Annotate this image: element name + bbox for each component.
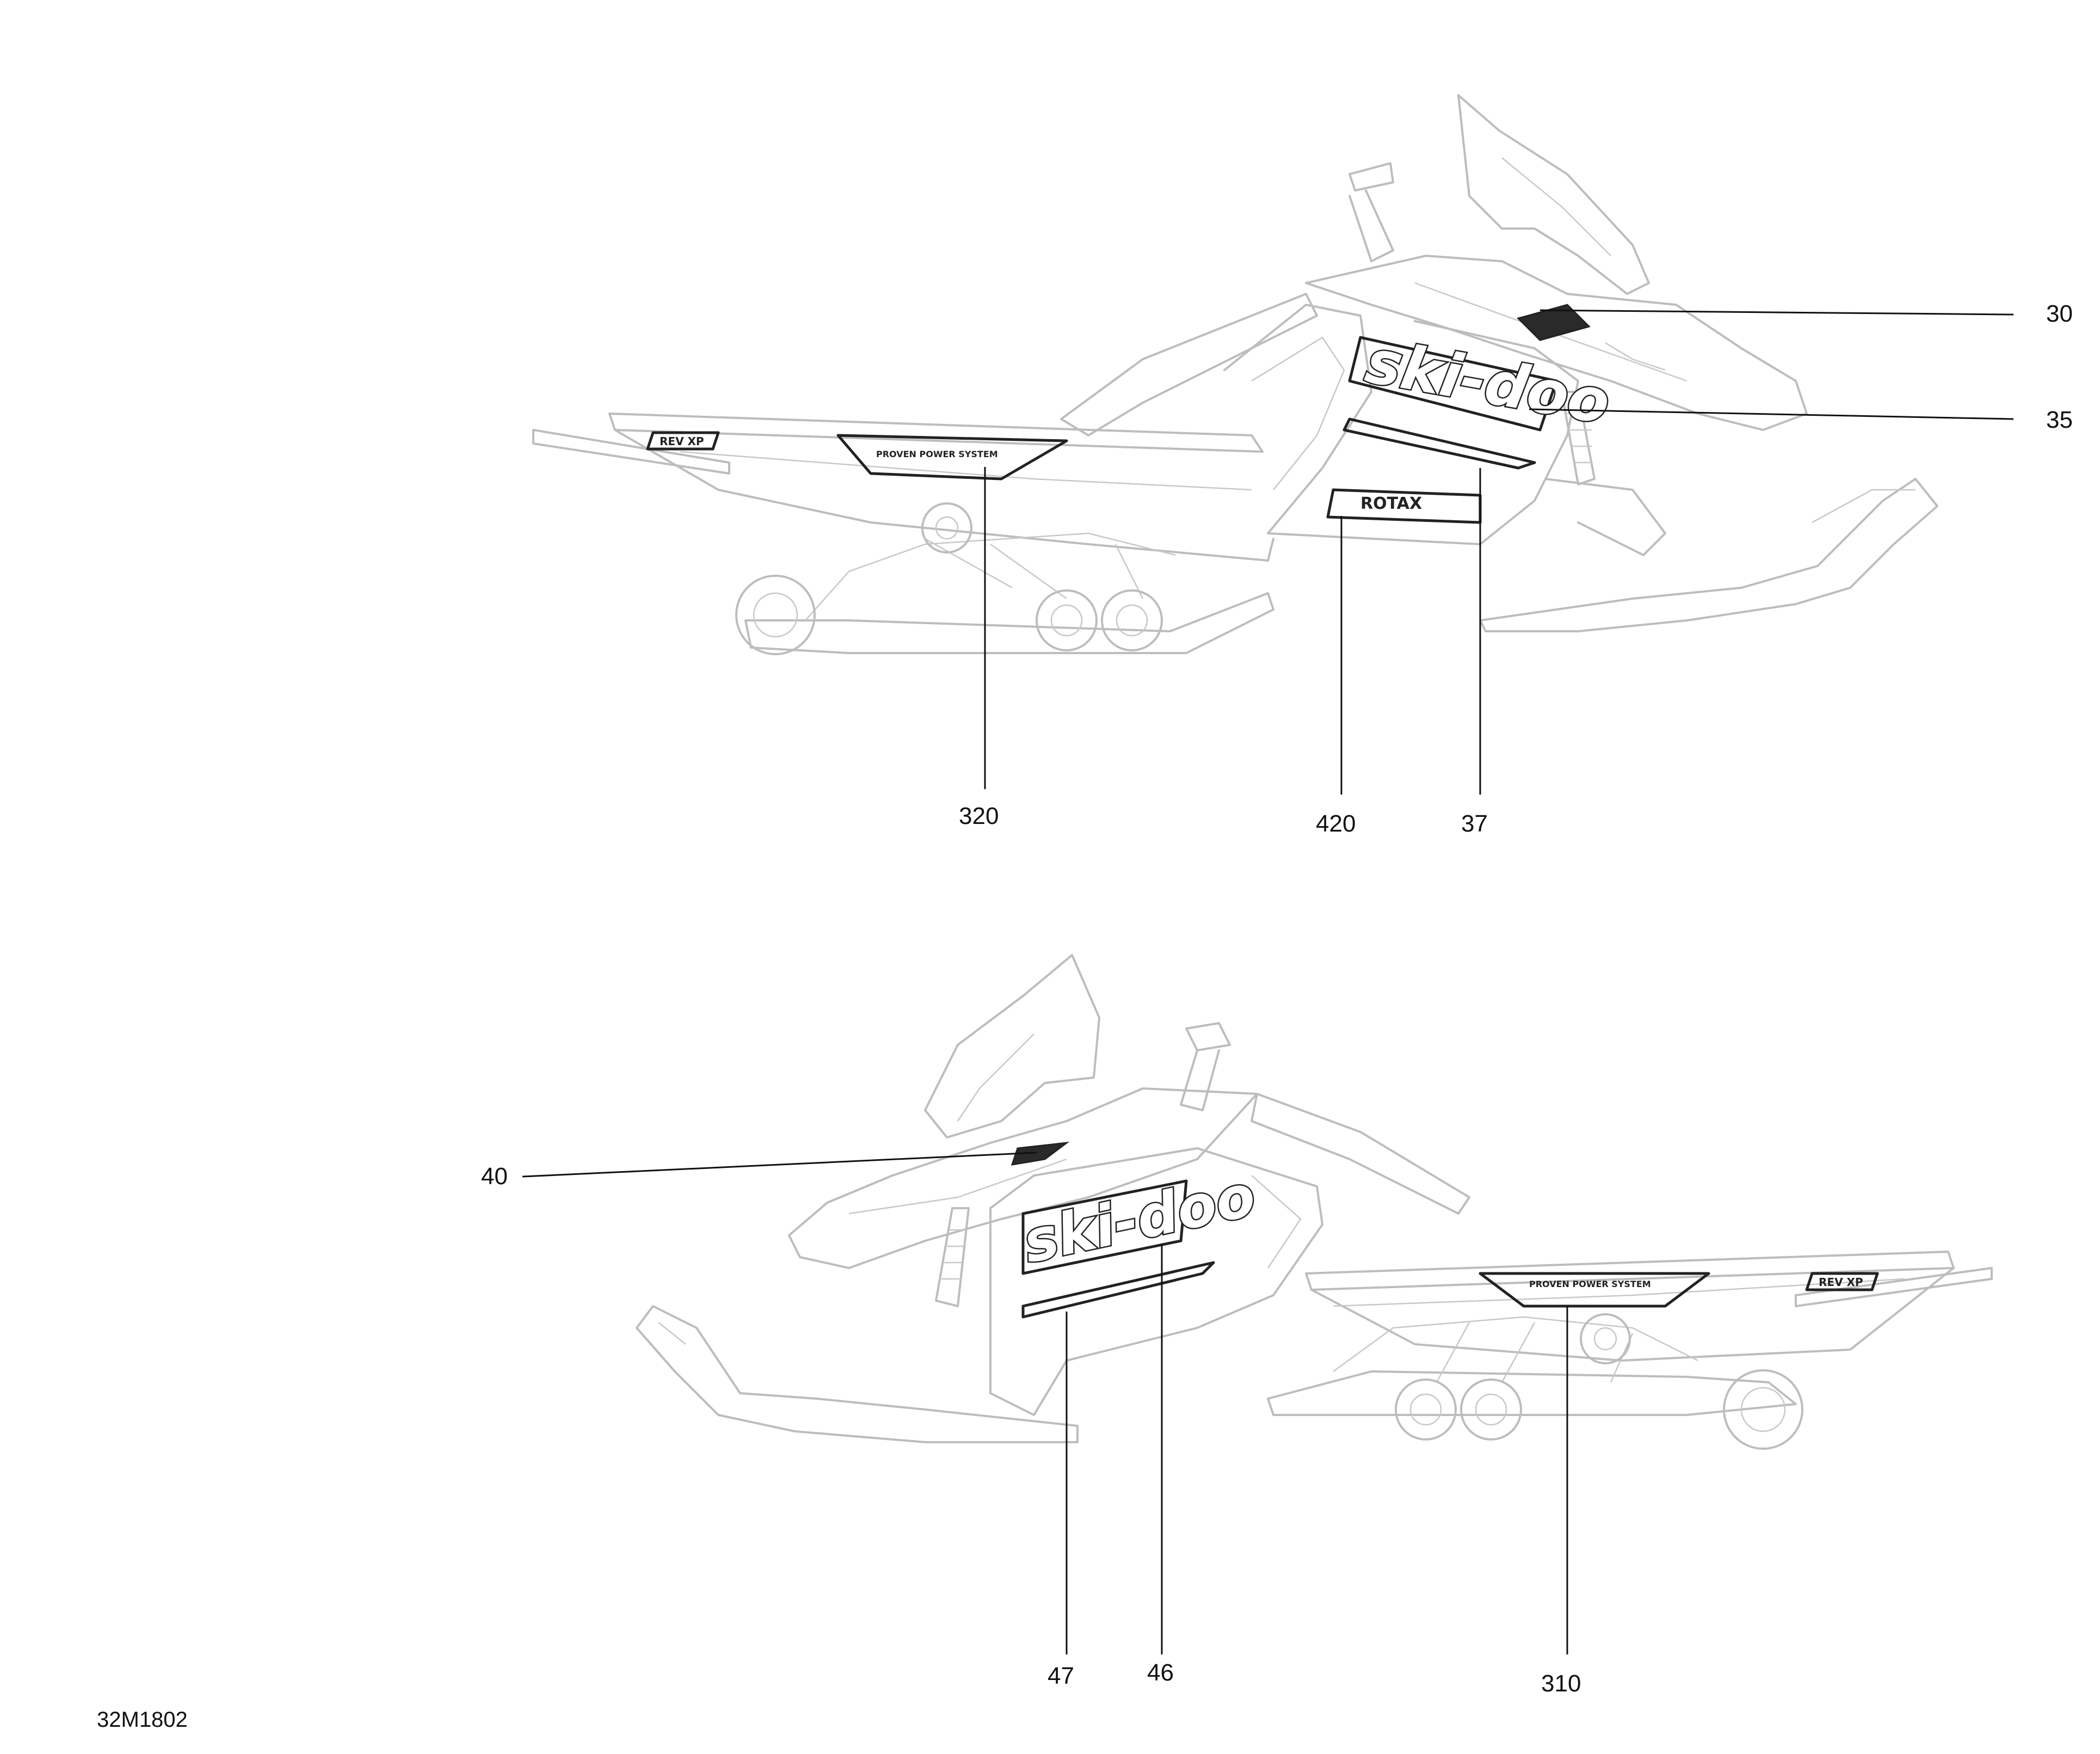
leader-lines — [522, 309, 2014, 1654]
decal-310 — [1479, 1272, 1710, 1308]
decal-rev-xp-top-text: REV XP — [660, 435, 704, 448]
callout-30: 30 — [2046, 300, 2073, 327]
decal-47 — [1021, 1261, 1215, 1319]
drawing-id: 32M1802 — [97, 1708, 188, 1732]
decal-46 — [1021, 1179, 1188, 1275]
decal-rev-xp-bottom-text: REV XP — [1819, 1276, 1863, 1289]
leader-35 — [1529, 408, 2014, 420]
decal-rev-xp-bottom — [1805, 1272, 1879, 1291]
decal-40 — [1011, 1141, 1070, 1166]
decal-320 — [836, 434, 1068, 481]
snowmobile-left-side-view: ski-doo PROVEN POWER SYSTEM REV XP — [636, 954, 1993, 1450]
snowmobile-right-side-view: ski-doo ROTAX PROVEN POWER SYSTEM REV XP — [532, 94, 1938, 655]
callout-40: 40 — [481, 1163, 508, 1190]
callout-46: 46 — [1147, 1659, 1174, 1686]
decal-310-text: PROVEN POWER SYSTEM — [1529, 1279, 1651, 1289]
decal-35 — [1348, 336, 1558, 432]
decal-37 — [1342, 417, 1536, 470]
decal-420-rotax-text: ROTAX — [1360, 494, 1422, 513]
decal-35-ski-doo-text: ski-doo — [1360, 327, 1615, 438]
callout-320: 320 — [959, 803, 999, 829]
callout-310: 310 — [1541, 1670, 1581, 1697]
leader-30 — [1539, 309, 2014, 316]
callout-47: 47 — [1048, 1663, 1074, 1689]
leader-40 — [522, 1152, 1037, 1178]
callout-37: 37 — [1461, 810, 1488, 837]
decal-30 — [1517, 304, 1591, 341]
decal-320-text: PROVEN POWER SYSTEM — [876, 449, 998, 459]
callout-35: 35 — [2046, 407, 2073, 433]
callout-420: 420 — [1316, 810, 1356, 837]
decal-rev-xp-top — [646, 431, 720, 451]
